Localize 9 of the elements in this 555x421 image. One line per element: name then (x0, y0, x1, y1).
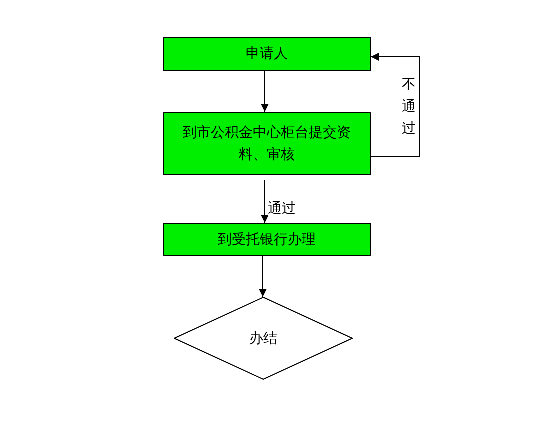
arrow (370, 53, 420, 158)
arrow (259, 256, 267, 298)
process-box: 到市公积金中心柜台提交资料、审核 (163, 112, 371, 175)
process-box: 到受托银行办理 (163, 223, 371, 256)
edge-label: 通过 (268, 200, 296, 218)
arrow (261, 70, 269, 112)
node-text: 办结 (250, 330, 278, 348)
arrow (261, 180, 269, 224)
process-box: 申请人 (163, 37, 371, 71)
